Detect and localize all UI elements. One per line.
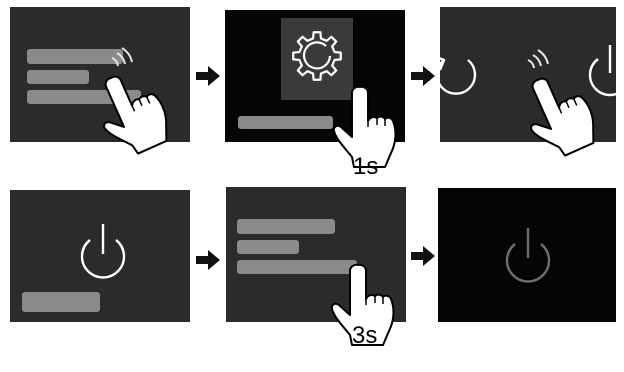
right-arrow-icon [196, 66, 220, 86]
swipe-motion-lines-icon [111, 47, 133, 67]
right-arrow-icon [196, 250, 220, 270]
pointing-hand-icon [86, 62, 177, 163]
menu-item-bar [237, 260, 357, 274]
right-arrow-icon [411, 66, 435, 86]
swipe-motion-lines-icon [527, 49, 549, 69]
step-3-panel [440, 7, 616, 142]
pointing-hand-icon [332, 85, 397, 168]
step-4-panel [10, 190, 190, 322]
right-arrow-icon [411, 246, 435, 266]
power-icon [588, 45, 616, 97]
menu-item-bar [237, 240, 299, 254]
menu-item-bar [22, 292, 100, 312]
hold-duration-label: 1s [353, 153, 378, 180]
pointing-hand-icon [513, 64, 604, 165]
menu-item-bar [27, 70, 89, 84]
gear-icon [292, 31, 342, 81]
hold-duration-label: 3s [352, 322, 377, 349]
menu-item-bar [237, 219, 335, 234]
restart-arrow-icon [440, 57, 477, 95]
menu-item-bar [27, 49, 123, 64]
step-6-panel [438, 188, 616, 322]
step-1-panel [10, 7, 190, 142]
pointing-hand-icon [330, 263, 395, 346]
power-icon [80, 224, 126, 279]
settings-bar [238, 116, 333, 129]
power-icon [505, 228, 551, 283]
